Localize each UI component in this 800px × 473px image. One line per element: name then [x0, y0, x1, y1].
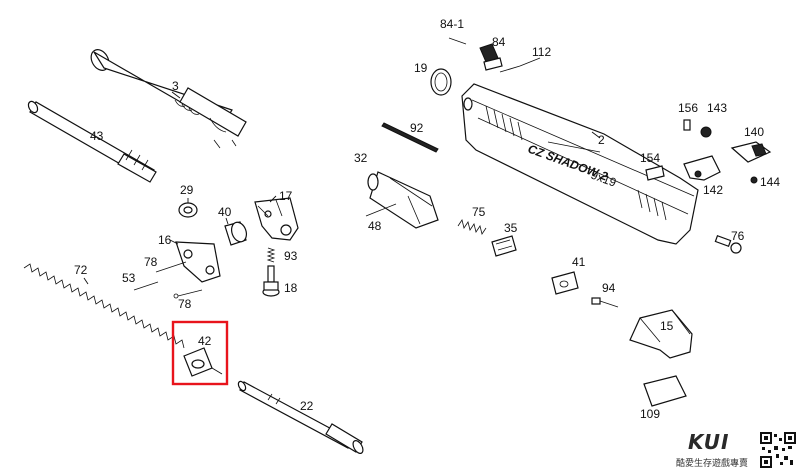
o-ring-part	[430, 68, 452, 96]
part-label: 18	[284, 281, 298, 295]
recoil-spring-part	[23, 263, 185, 349]
part-label: 78	[178, 297, 192, 311]
part-label: 15	[660, 319, 674, 333]
part-label: 48	[368, 219, 382, 233]
part-label: 43	[90, 129, 104, 143]
sear-housing-part	[175, 241, 221, 283]
wedge-part	[643, 375, 687, 407]
part-label: 2	[598, 133, 605, 147]
small-spring-part	[266, 247, 276, 263]
extractor-block-part	[683, 155, 721, 181]
guide-rod-part	[27, 100, 157, 183]
trigger-block-part	[629, 309, 693, 359]
detent-pin-part	[683, 119, 691, 131]
part-label: 109	[640, 407, 660, 421]
part-label: 84-1	[440, 17, 464, 31]
part-label: 40	[218, 205, 232, 219]
part-label: 3	[172, 79, 179, 93]
extractor-part	[730, 141, 772, 163]
part-label: 16	[158, 233, 172, 247]
highlight-box	[171, 320, 229, 386]
part-label: 142	[703, 183, 723, 197]
plate-part	[551, 271, 579, 295]
part-label: 17	[279, 189, 293, 203]
part-label: 156	[678, 101, 698, 115]
small-block-part	[645, 165, 665, 181]
brand-logo-text: KUI	[688, 430, 730, 454]
part-label: 32	[354, 151, 368, 165]
part-label: 53	[122, 271, 136, 285]
part-label: 72	[74, 263, 88, 277]
highlighted-part-label: 42	[198, 334, 212, 348]
round-piece-part	[700, 126, 712, 138]
screw-part	[262, 265, 280, 297]
part-label: 22	[300, 399, 314, 413]
barrel-part	[90, 49, 247, 149]
part-label: 94	[602, 281, 616, 295]
qr-code-icon	[760, 432, 796, 468]
part-label: 140	[744, 125, 764, 139]
part-label: 92	[410, 121, 424, 135]
valve-part	[491, 235, 517, 257]
part-label: 93	[284, 249, 298, 263]
part-label: 29	[180, 183, 194, 197]
pin-part	[591, 297, 619, 308]
brand-tagline: 酷愛生存遊戲專賣	[676, 459, 749, 469]
screw-part	[714, 235, 742, 254]
part-label: 76	[731, 229, 745, 243]
part-label: 112	[532, 45, 551, 59]
spring-guide-cap-part	[183, 347, 213, 377]
slide-part	[461, 83, 699, 245]
loading-nozzle-part	[367, 171, 439, 229]
part-label: 143	[707, 101, 727, 115]
cylinder-part	[224, 221, 248, 246]
part-label: 35	[504, 221, 518, 235]
part-label: 19	[414, 61, 428, 75]
spring-part	[457, 219, 487, 235]
hammer-housing-part	[254, 197, 299, 241]
thin-rod-part	[381, 122, 439, 153]
ring-part	[178, 202, 198, 218]
part-label: 154	[640, 151, 660, 165]
part-label: 84	[492, 35, 506, 49]
part-label: 78	[144, 255, 158, 269]
part-label: 75	[472, 205, 486, 219]
rear-sight-part	[479, 43, 503, 71]
part-label: 41	[572, 255, 586, 269]
part-label: 144	[760, 175, 780, 189]
long-rod-part	[237, 380, 364, 454]
